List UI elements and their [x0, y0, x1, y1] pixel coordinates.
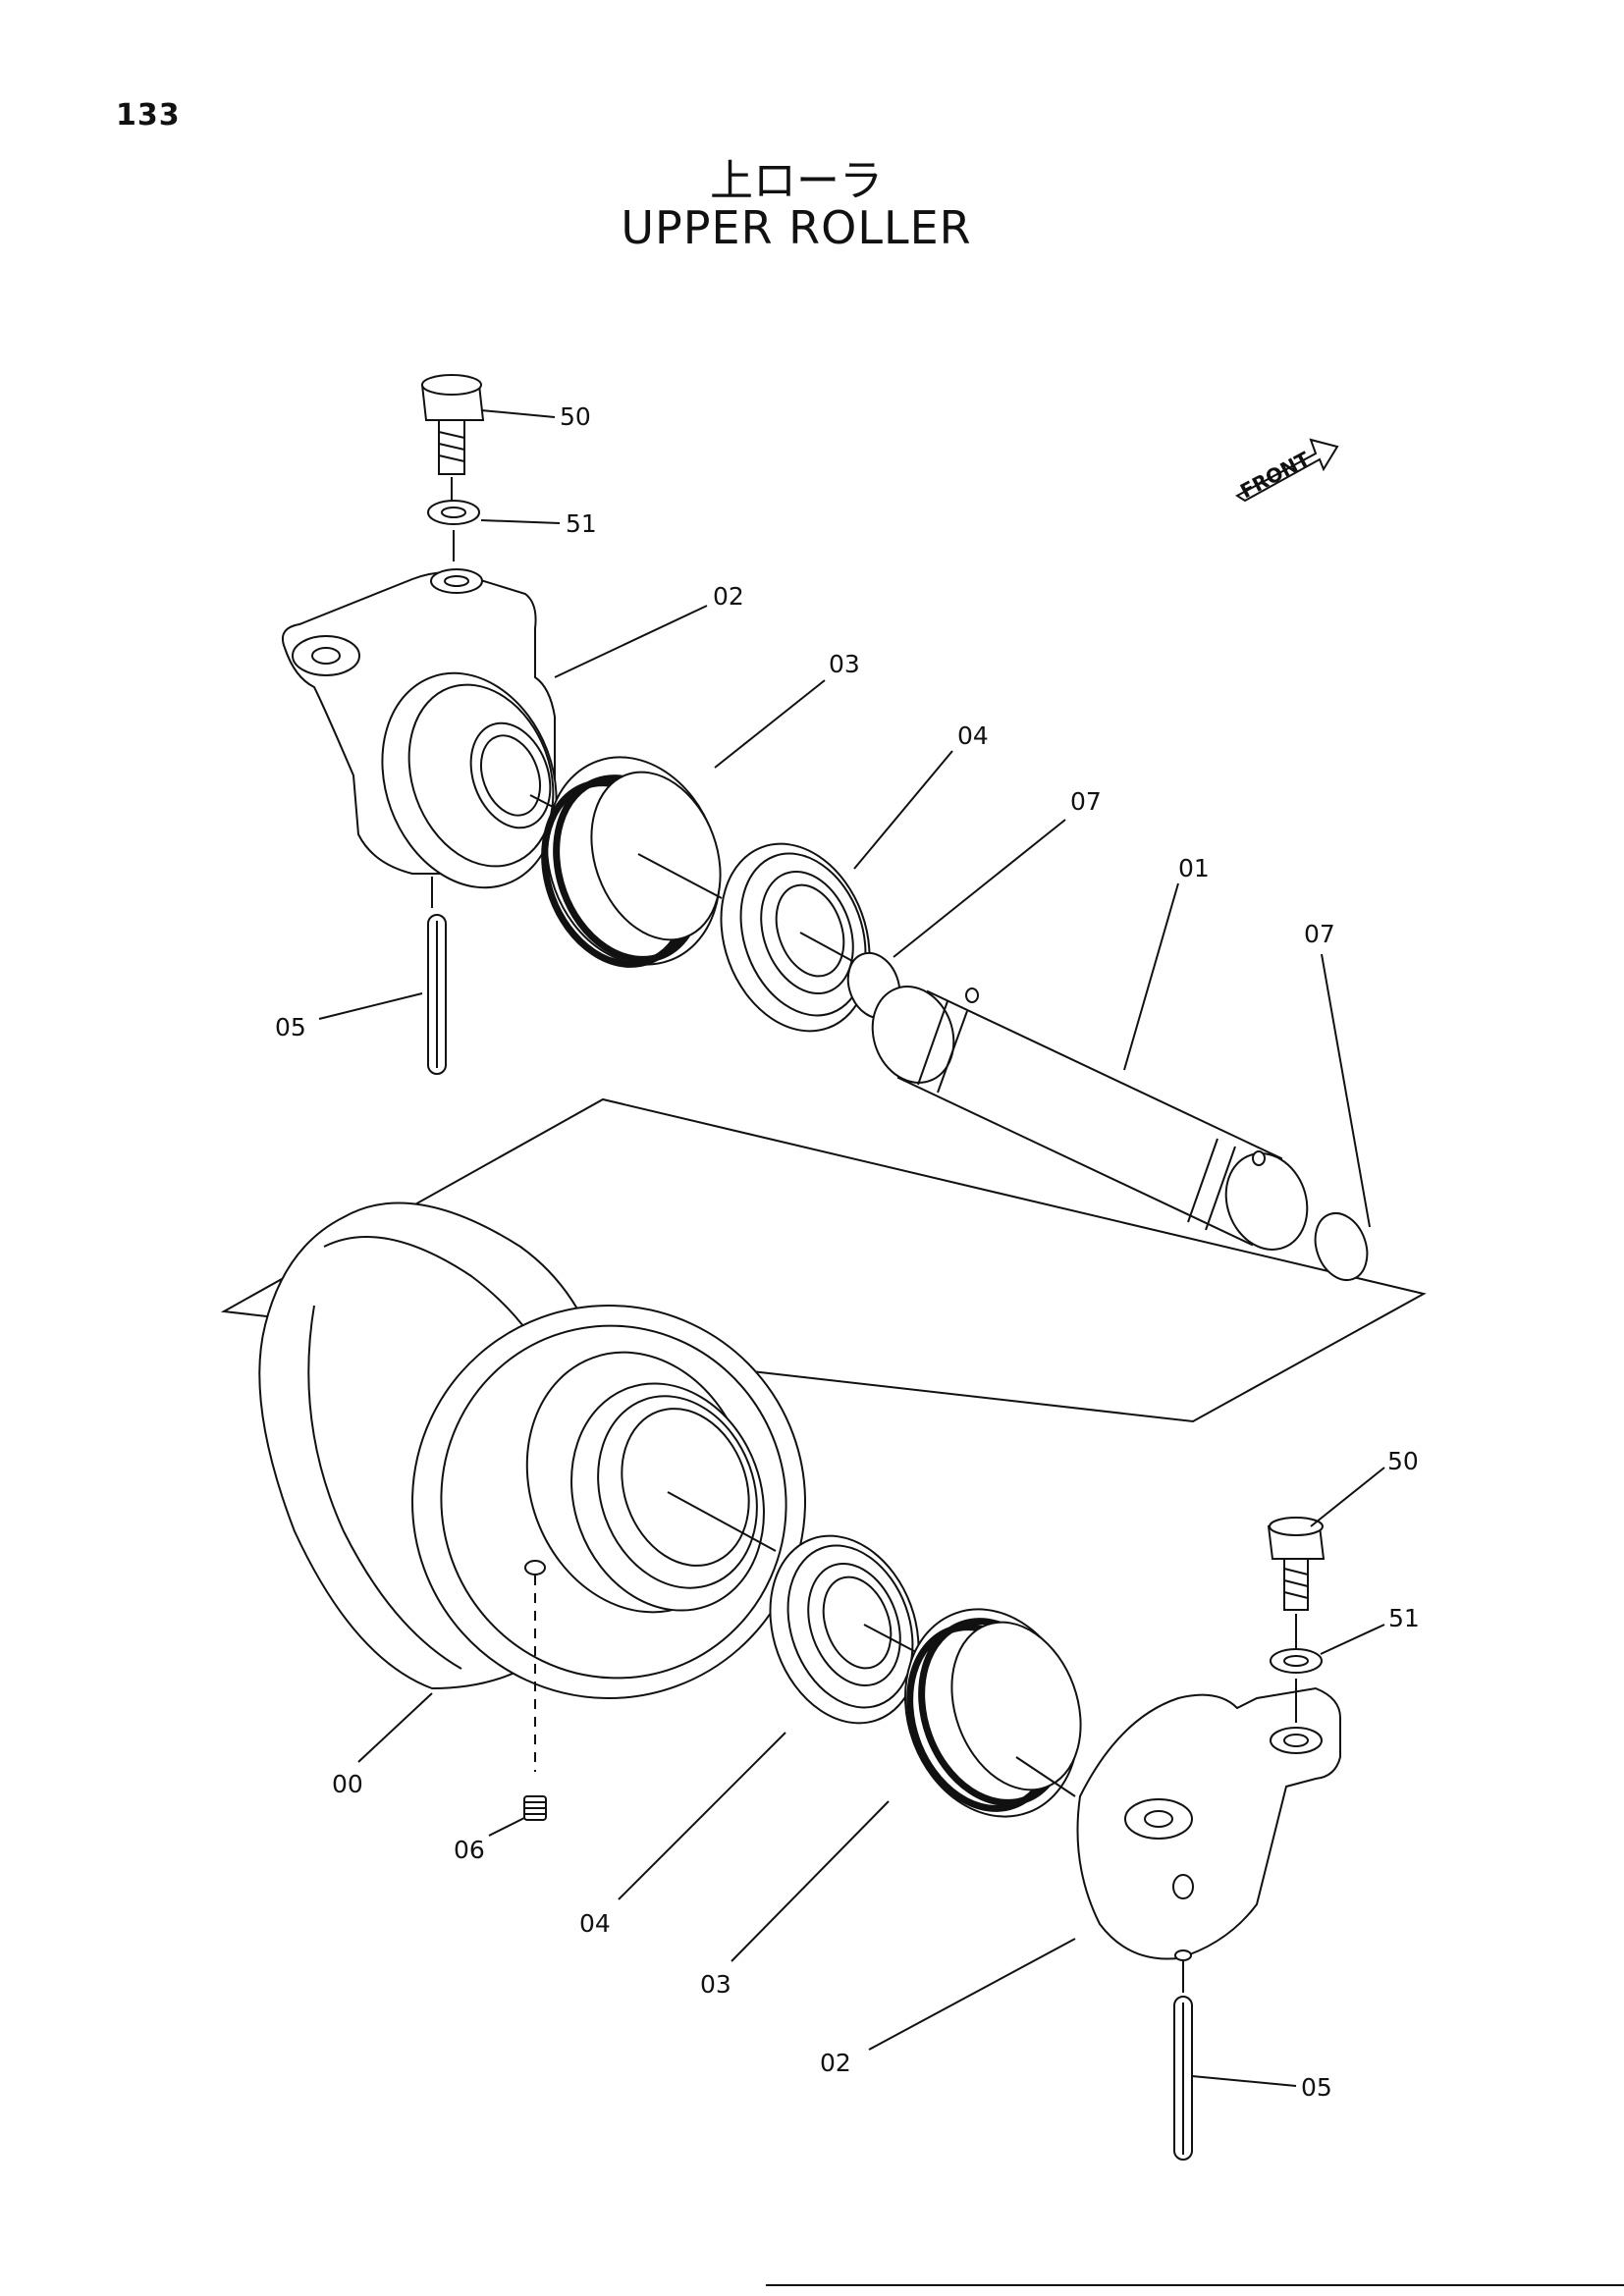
- washer-bottom: [1270, 1648, 1323, 1723]
- seal-top: [541, 756, 723, 968]
- callout-05-top: 05: [275, 1013, 306, 1041]
- callout-04-bottom: 04: [579, 1909, 611, 1938]
- bolt-top: [420, 374, 485, 507]
- roller-body: [258, 1201, 806, 1699]
- title-english: UPPER ROLLER: [621, 201, 972, 254]
- washer-top: [427, 500, 480, 561]
- seal-bottom: [903, 1608, 1082, 1818]
- callout-01: 01: [1178, 854, 1210, 882]
- plug: [523, 1795, 547, 1821]
- pin-bottom: [1173, 1996, 1193, 2161]
- assembly-plane: [220, 1097, 1427, 1423]
- callout-03-top: 03: [829, 650, 860, 678]
- callout-50-top: 50: [560, 402, 591, 431]
- front-direction-marker: FRONT: [1235, 438, 1339, 503]
- o-ring-right: [1314, 1212, 1369, 1281]
- shaft: [871, 986, 1309, 1251]
- callout-50-bottom: 50: [1387, 1447, 1419, 1475]
- page-number: 133: [116, 98, 181, 133]
- bracket-bottom: [1076, 1686, 1341, 1961]
- svg-text:FRONT: FRONT: [1236, 447, 1314, 503]
- bearing-top: [720, 842, 871, 1033]
- callout-07-right: 07: [1304, 920, 1335, 948]
- callout-51-top: 51: [566, 509, 597, 538]
- pin-top: [427, 914, 447, 1075]
- callout-04-top: 04: [957, 721, 989, 750]
- bolt-bottom: [1267, 1517, 1326, 1649]
- callout-02-top: 02: [713, 582, 744, 611]
- callout-02-bottom: 02: [820, 2049, 851, 2077]
- callout-03-bottom: 03: [700, 1970, 731, 1999]
- callout-05-bottom: 05: [1301, 2073, 1332, 2102]
- callout-00: 00: [332, 1770, 363, 1798]
- callout-51-bottom: 51: [1388, 1604, 1420, 1632]
- callout-06: 06: [454, 1836, 485, 1864]
- callout-07-top: 07: [1070, 787, 1102, 816]
- title-japanese: 上ローラ: [710, 156, 883, 206]
- bracket-top: [281, 568, 558, 889]
